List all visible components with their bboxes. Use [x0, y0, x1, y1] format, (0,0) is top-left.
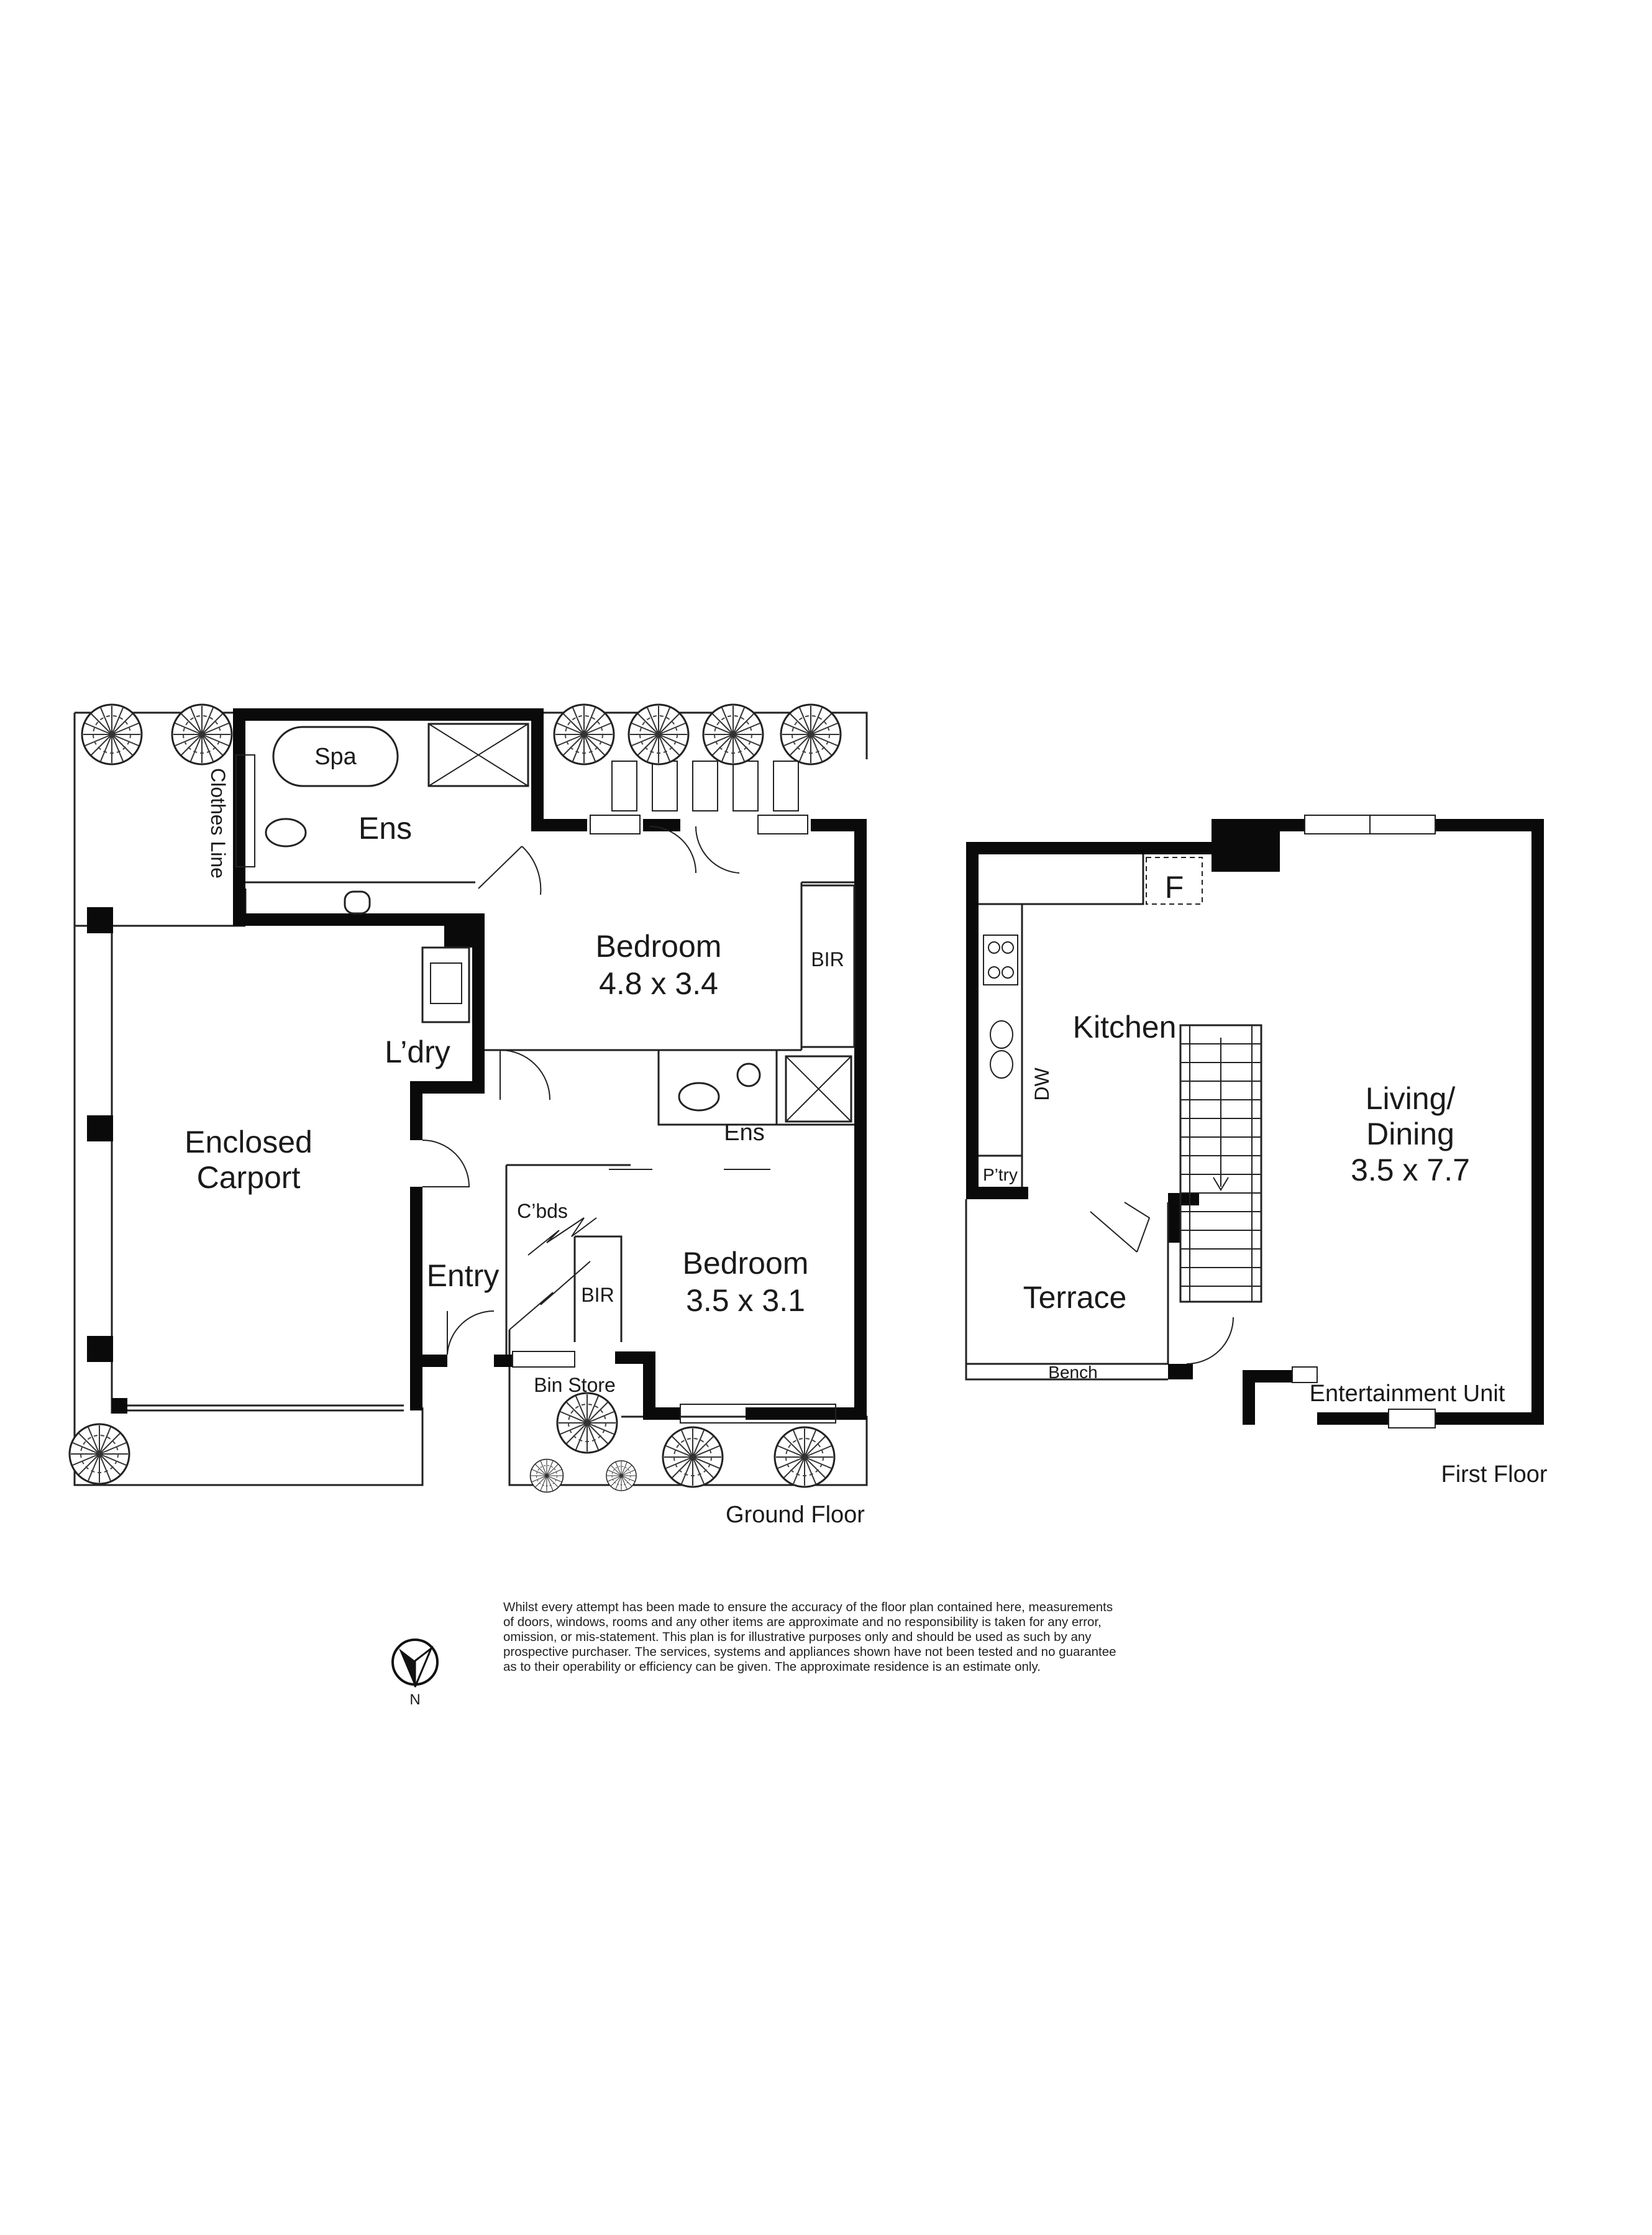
caption-ground-floor: Ground Floor: [726, 1502, 865, 1528]
label-spa: Spa: [314, 744, 357, 770]
ground-floor-plan: Spa Ens Clothes Line Bedroom 4.8 x 3.4 B…: [68, 703, 868, 1528]
label-laundry: L’dry: [385, 1035, 450, 1069]
north-arrow-icon: [391, 1639, 439, 1688]
label-cbds: C’bds: [517, 1200, 568, 1222]
disclaimer-line: omission, or mis-statement. This plan is…: [503, 1630, 1092, 1644]
label-carport-1: Enclosed: [185, 1125, 313, 1159]
label-kitchen: Kitchen: [1073, 1010, 1177, 1044]
label-entertainment: Entertainment Unit: [1310, 1381, 1505, 1407]
first-floor-plan: F Kitchen DW P’try Living/ Dining 3.5 x …: [965, 815, 1548, 1488]
label-terrace: Terrace: [1023, 1280, 1127, 1315]
label-living-2: Dining: [1366, 1117, 1454, 1151]
label-bedroom2-size: 3.5 x 3.1: [686, 1283, 805, 1318]
label-bench: Bench: [1048, 1363, 1097, 1382]
label-pantry: P’try: [983, 1165, 1018, 1184]
label-bedroom2: Bedroom: [683, 1246, 809, 1281]
label-ens-mid: Ens: [724, 1120, 764, 1146]
north-label: N: [409, 1691, 420, 1708]
label-carport-2: Carport: [197, 1160, 301, 1195]
label-dw: DW: [1031, 1067, 1053, 1101]
disclaimer: Whilst every attempt has been made to en…: [503, 1600, 1249, 1675]
label-living-1: Living/: [1366, 1081, 1456, 1116]
disclaimer-line: prospective purchaser. The services, sys…: [503, 1645, 1116, 1659]
label-living-size: 3.5 x 7.7: [1351, 1153, 1470, 1187]
label-entry: Entry: [427, 1258, 500, 1293]
label-bir2: BIR: [581, 1284, 614, 1306]
disclaimer-line: Whilst every attempt has been made to en…: [503, 1600, 1113, 1614]
disclaimer-line: as to their operability or efficiency ca…: [503, 1660, 1041, 1674]
label-bedroom1: Bedroom: [596, 929, 722, 964]
disclaimer-line: of doors, windows, rooms and any other i…: [503, 1615, 1102, 1629]
label-bir1: BIR: [811, 948, 844, 971]
label-clothes-line: Clothes Line: [207, 768, 229, 879]
label-bin-store: Bin Store: [534, 1374, 616, 1396]
label-fireplace: F: [1165, 870, 1184, 905]
label-bedroom1-size: 4.8 x 3.4: [599, 966, 718, 1001]
caption-first-floor: First Floor: [1441, 1461, 1548, 1488]
label-ens-top: Ens: [358, 811, 412, 846]
